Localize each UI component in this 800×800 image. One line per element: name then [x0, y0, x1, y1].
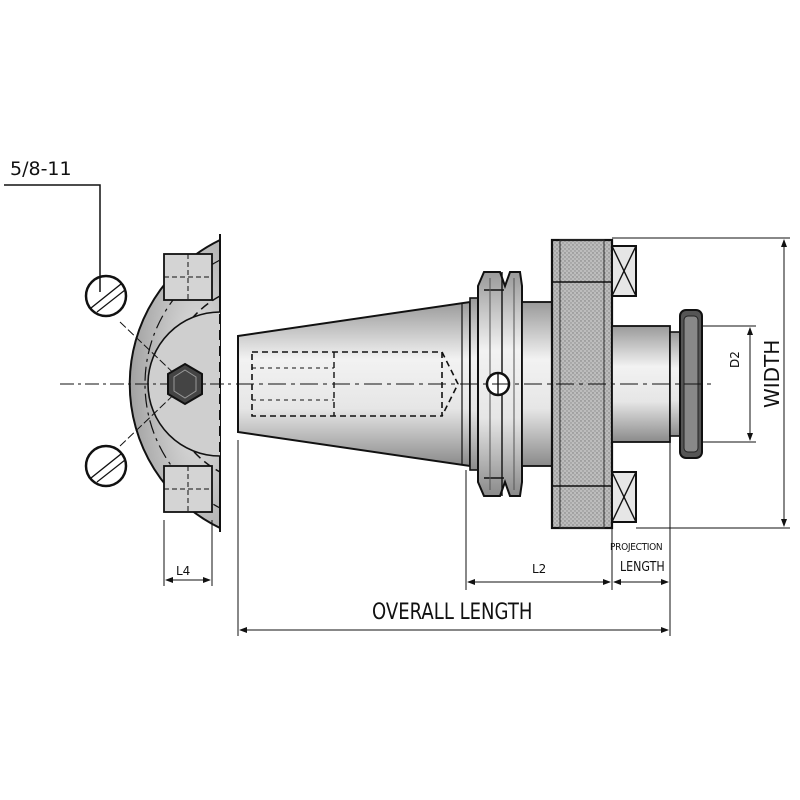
projection-length-label: LENGTH	[620, 560, 665, 575]
projection-label: PROJECTION	[610, 542, 663, 553]
hex-socket	[167, 362, 203, 406]
holder-side-view	[236, 238, 712, 530]
overall-length-label: OVERALL LENGTH	[372, 600, 533, 625]
dimensions	[237, 237, 790, 636]
thread-size-label: 5/8-11	[10, 158, 72, 180]
l2-label: L2	[532, 562, 547, 576]
width-label: WIDTH	[760, 339, 784, 408]
bolt-circle-dashed	[166, 295, 221, 473]
flange-end-view	[4, 184, 232, 586]
thread-leader-line	[4, 184, 101, 292]
l4-label: L4	[176, 564, 191, 578]
d2-label: D2	[728, 351, 742, 368]
